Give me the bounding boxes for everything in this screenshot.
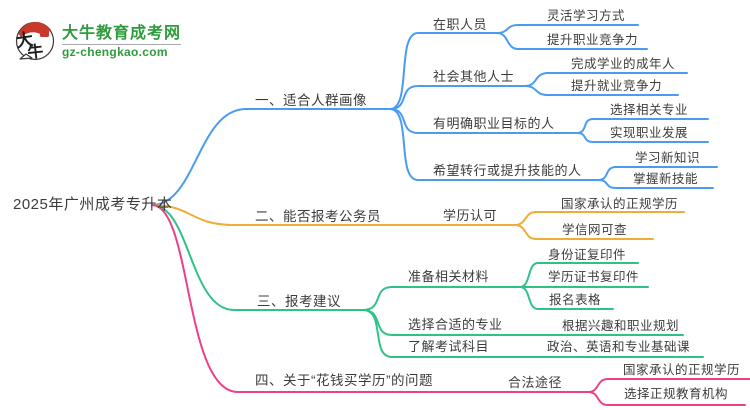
link-society-employment xyxy=(524,85,679,96)
branch1-links xyxy=(151,24,718,206)
node-employment-competitiveness: 提升就业竞争力 xyxy=(571,79,663,93)
link-legal-institution xyxy=(587,391,746,406)
node-id-copy: 身份证复印件 xyxy=(548,248,627,262)
link-branch1-switchers xyxy=(389,108,599,181)
branch2-links xyxy=(151,204,685,240)
node-legal-channels: 合法途径 xyxy=(508,375,563,390)
logo-char-niu: 牛 xyxy=(26,41,44,62)
node-clear-career-goal: 有明确职业目标的人 xyxy=(433,116,555,131)
node-flexible-learning: 灵活学习方式 xyxy=(547,9,626,23)
node-registration-form: 报名表格 xyxy=(549,293,602,307)
node-career-switchers: 希望转行或提升技能的人 xyxy=(433,163,582,178)
link-root-branch1 xyxy=(151,108,391,206)
node-state-recognized-degree: 国家承认的正规学历 xyxy=(561,197,679,211)
node-achieve-career-growth: 实现职业发展 xyxy=(610,126,689,140)
node-root-title: 2025年广州成考专升本 xyxy=(13,196,173,213)
link-root-branch3 xyxy=(151,204,364,311)
node-branch-application-advice: 三、报考建议 xyxy=(257,294,341,309)
node-politics-english-courses: 政治、英语和专业基础课 xyxy=(547,340,691,354)
node-other-society-members: 社会其他人士 xyxy=(433,69,515,84)
branch4-links xyxy=(151,204,750,406)
node-branch-target-audience: 一、适合人群画像 xyxy=(255,93,367,108)
link-branch3-materials xyxy=(362,286,521,311)
link-root-branch4 xyxy=(151,204,589,393)
node-exam-subjects: 了解考试科目 xyxy=(408,339,490,354)
node-state-recognized-degree-2: 国家承认的正规学历 xyxy=(623,363,741,377)
link-switch-skills xyxy=(597,179,714,189)
logo-bubble-icon: 大 牛 xyxy=(15,21,55,62)
node-choose-suitable-major: 选择合适的专业 xyxy=(408,317,503,332)
node-degree-recognition: 学历认可 xyxy=(443,208,498,223)
link-goal-growth xyxy=(576,132,709,143)
node-choose-formal-institution: 选择正规教育机构 xyxy=(624,387,729,401)
link-branch3-subjects xyxy=(362,309,704,358)
node-adults-finishing-study: 完成学业的成年人 xyxy=(571,57,676,71)
link-materials-form xyxy=(519,286,614,310)
node-xuexin-verifiable: 学信网可查 xyxy=(562,223,628,237)
node-career-competitiveness: 提升职业竞争力 xyxy=(547,33,639,47)
node-interest-career-planning: 根据兴趣和职业规划 xyxy=(562,319,680,333)
node-employed-people: 在职人员 xyxy=(433,17,488,32)
link-recognition-xuexin xyxy=(514,224,654,240)
node-prepare-materials: 准备相关材料 xyxy=(408,269,490,284)
link-employed-competitive xyxy=(496,32,648,50)
node-choose-related-major: 选择相关专业 xyxy=(610,103,689,117)
link-root-branch2 xyxy=(151,204,516,226)
link-branch1-society xyxy=(389,85,526,110)
node-master-new-skills: 掌握新技能 xyxy=(633,172,699,186)
logo-domain: gz-chengkao.com xyxy=(62,45,168,60)
node-learn-new-knowledge: 学习新知识 xyxy=(635,151,701,165)
link-branch1-employed xyxy=(389,32,498,110)
logo-divider xyxy=(62,44,182,46)
logo-char-da: 大 xyxy=(15,29,35,51)
logo-title: 大牛教育成考网 xyxy=(62,24,182,42)
node-diploma-copy: 学历证书复印件 xyxy=(548,270,640,284)
site-logo: 大 牛 大牛教育成考网 gz-chengkao.com xyxy=(10,18,182,66)
link-employed-flexible xyxy=(496,24,639,34)
node-branch-civil-servant: 二、能否报考公务员 xyxy=(255,209,381,224)
logo-text-block: 大牛教育成考网 gz-chengkao.com xyxy=(62,24,182,60)
node-branch-buying-diploma: 四、关于“花钱买学历”的问题 xyxy=(255,373,433,388)
branch3-links xyxy=(151,204,704,358)
